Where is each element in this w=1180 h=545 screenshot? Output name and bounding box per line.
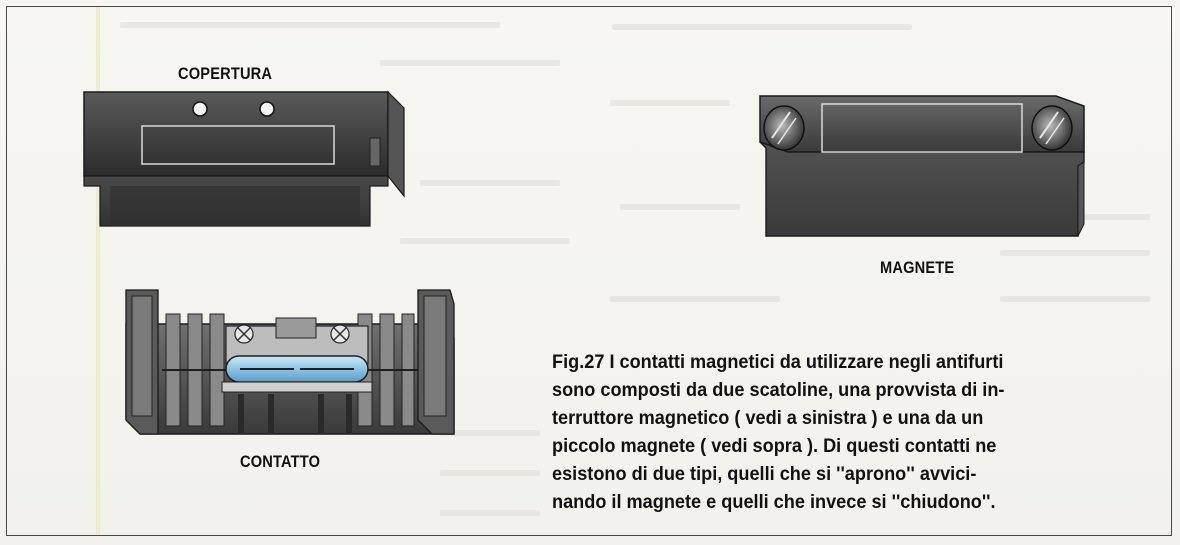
- caption-line: terruttore magnetico ( vedi a sinistra )…: [552, 407, 984, 429]
- bleed-through-line: [612, 24, 912, 30]
- bleed-through-line: [1000, 250, 1150, 256]
- bleed-through-line: [440, 430, 540, 436]
- caption-line: Fig.27 I contatti magnetici da utilizzar…: [552, 351, 1004, 373]
- caption-line: sono composti da due scatoline, una prov…: [552, 379, 1005, 401]
- caption-line: piccolo magnete ( vedi sopra ). Di quest…: [552, 435, 997, 457]
- contact-illustration: [125, 289, 455, 435]
- caption-line: esistono di due tipi, quelli che si ''ap…: [552, 463, 977, 485]
- bleed-through-line: [120, 22, 500, 28]
- bleed-through-line: [440, 470, 540, 476]
- bleed-through-line: [440, 510, 540, 516]
- cover-illustration: [83, 90, 405, 227]
- page-binding-strip: [96, 7, 100, 535]
- magnet-illustration: [759, 95, 1085, 237]
- bleed-through-line: [400, 238, 570, 244]
- bleed-through-line: [380, 60, 560, 66]
- bleed-through-line: [610, 296, 780, 302]
- bleed-through-line: [620, 204, 740, 210]
- cover-label: COPERTURA: [178, 64, 273, 83]
- bleed-through-line: [1000, 296, 1150, 302]
- magnet-label: MAGNETE: [880, 258, 955, 277]
- contact-label: CONTATTO: [240, 452, 321, 471]
- figure-frame: [6, 6, 1172, 536]
- bleed-through-line: [610, 100, 730, 106]
- figure-caption: Fig.27 I contatti magnetici da utilizzar…: [552, 348, 1110, 516]
- bleed-through-line: [420, 180, 560, 186]
- caption-line: nando il magnete e quelli che invece si …: [552, 491, 996, 513]
